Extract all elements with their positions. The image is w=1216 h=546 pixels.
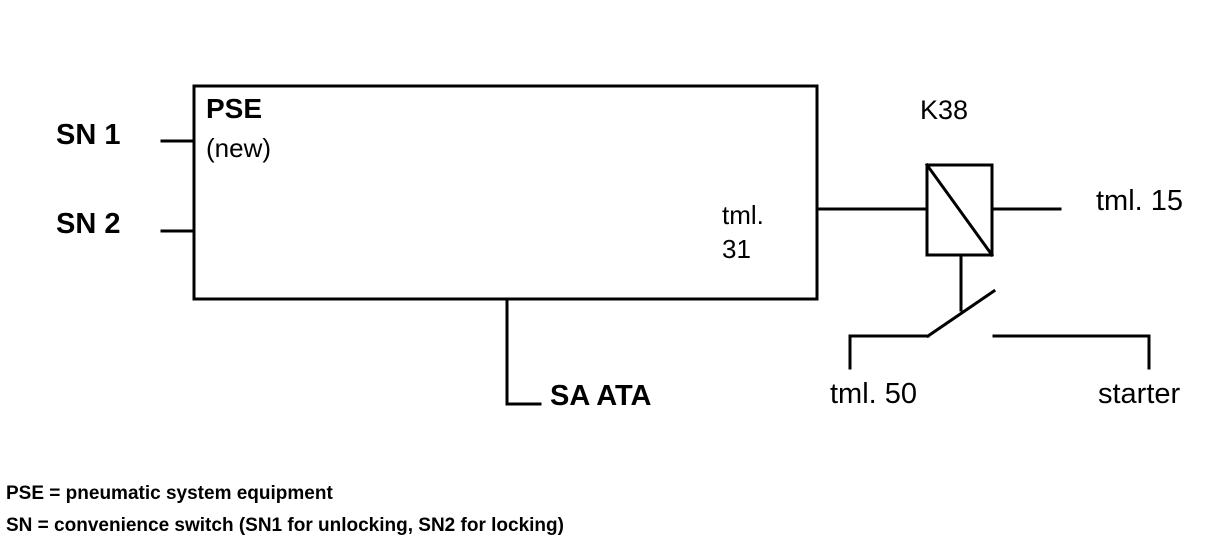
relay-coil-diagonal <box>924 162 995 258</box>
legend-sn: SN = convenience switch (SN1 for unlocki… <box>6 515 564 536</box>
sa-ata-wire <box>505 297 542 406</box>
pse-title: PSE <box>206 93 263 124</box>
tml50-wire <box>848 334 930 370</box>
pse-box-outline <box>192 84 819 301</box>
tml50-label: tml. 50 <box>830 378 918 410</box>
tml31-label-line2: 31 <box>722 234 751 264</box>
tml31-label-line1: tml. <box>722 200 764 230</box>
sa-ata-label: SA ATA <box>550 380 652 412</box>
tml15-label: tml. 15 <box>1096 185 1184 217</box>
starter-wire <box>992 334 1151 370</box>
sn2-label: SN 2 <box>56 208 121 240</box>
relay-switch-blade <box>925 288 997 339</box>
legend-pse: PSE = pneumatic system equipment <box>6 483 333 504</box>
sn1-label: SN 1 <box>56 119 121 151</box>
relay-k38-label: K38 <box>920 95 969 125</box>
starter-label: starter <box>1098 378 1181 410</box>
pse-subtitle: (new) <box>206 133 272 163</box>
